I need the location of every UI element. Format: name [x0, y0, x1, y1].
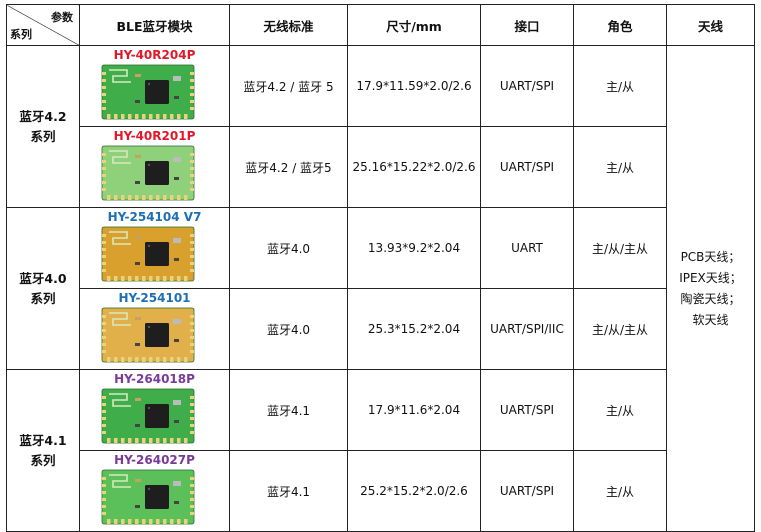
table-row: HY-254101 蓝牙4.0 25.3*15.2*2.04 UART/SPI/… [7, 288, 755, 370]
table-row: HY-40R201P 蓝牙4.2 / 蓝牙5 25.16*15.22*2.0/2… [7, 126, 755, 208]
interface-cell: UART/SPI [480, 45, 574, 127]
table-row: 蓝牙4.2 系列 HY-40R204P 蓝牙4.2 / 蓝牙 5 17.9*11… [6, 45, 755, 532]
col-header-size: 尺寸/mm [347, 4, 481, 46]
module-name: HY-40R201P [113, 129, 196, 143]
diag-series-label: 系列 [10, 28, 32, 41]
table-row: 蓝牙4.0 系列 HY-254104 V7 蓝牙4.0 13.93*9.2*2.… [6, 207, 755, 370]
module-cell: HY-254101 [79, 288, 230, 370]
col-header-standard: 无线标准 [229, 4, 348, 46]
module-cell: HY-40R204P [79, 45, 230, 127]
series-suffix: 系列 [30, 452, 56, 468]
col-header-interface: 接口 [480, 4, 574, 46]
module-image [101, 469, 195, 525]
interface-cell: UART/SPI [480, 126, 574, 208]
role-cell: 主/从 [573, 45, 667, 127]
table-row: 蓝牙4.1 系列 HY-264018P 蓝牙4.1 17.9*11.6*2.04… [6, 369, 755, 532]
size-cell: 25.3*15.2*2.04 [347, 288, 481, 370]
module-image [101, 307, 195, 363]
interface-cell: UART/SPI [480, 450, 574, 532]
module-cell: HY-254104 V7 [79, 207, 230, 289]
interface-cell: UART [480, 207, 574, 289]
module-name: HY-264027P [114, 453, 195, 467]
interface-cell: UART/SPI/IIC [480, 288, 574, 370]
antenna-cell: PCB天线； IPEX天线； 陶瓷天线； 软天线 [666, 45, 755, 532]
header-row: 参数 系列 BLE蓝牙模块 无线标准 尺寸/mm 接口 角色 天线 [6, 4, 755, 46]
interface-cell: UART/SPI [480, 369, 574, 451]
series-label: 蓝牙4.0 [19, 270, 67, 286]
antenna-line: IPEX天线； [679, 270, 742, 285]
module-image [101, 388, 195, 444]
table-row: HY-264027P 蓝牙4.1 25.2*15.2*2.0/2.6 UART/… [7, 450, 755, 532]
col-header-antenna: 天线 [666, 4, 755, 46]
series-cell-4-0: 蓝牙4.0 系列 [6, 207, 80, 370]
diagonal-header-cell: 参数 系列 [6, 4, 80, 46]
diag-param-label: 参数 [51, 11, 73, 24]
standard-cell: 蓝牙4.0 [229, 207, 348, 289]
col-header-role: 角色 [573, 4, 667, 46]
size-cell: 17.9*11.59*2.0/2.6 [347, 45, 481, 127]
size-cell: 25.2*15.2*2.0/2.6 [347, 450, 481, 532]
standard-cell: 蓝牙4.2 / 蓝牙5 [229, 126, 348, 208]
role-cell: 主/从/主从 [573, 207, 667, 289]
module-name: HY-264018P [114, 372, 195, 386]
module-cell: HY-264018P [79, 369, 230, 451]
standard-cell: 蓝牙4.1 [229, 450, 348, 532]
role-cell: 主/从/主从 [573, 288, 667, 370]
standard-cell: 蓝牙4.0 [229, 288, 348, 370]
series-label: 蓝牙4.1 [19, 432, 67, 448]
module-image [101, 64, 195, 120]
size-cell: 13.93*9.2*2.04 [347, 207, 481, 289]
ble-module-table: 参数 系列 BLE蓝牙模块 无线标准 尺寸/mm 接口 角色 天线 蓝牙4.2 … [6, 4, 755, 532]
standard-cell: 蓝牙4.2 / 蓝牙 5 [229, 45, 348, 127]
module-cell: HY-40R201P [79, 126, 230, 208]
antenna-line: PCB天线； [680, 249, 741, 264]
module-name: HY-254104 V7 [107, 210, 202, 224]
series-suffix: 系列 [30, 128, 56, 144]
module-cell: HY-264027P [79, 450, 230, 532]
series-suffix: 系列 [30, 290, 56, 306]
role-cell: 主/从 [573, 369, 667, 451]
series-cell-4-2: 蓝牙4.2 系列 [6, 45, 80, 208]
series-cell-4-1: 蓝牙4.1 系列 [6, 369, 80, 532]
antenna-line: 陶瓷天线； [680, 291, 741, 306]
series-label: 蓝牙4.2 [19, 108, 67, 124]
standard-cell: 蓝牙4.1 [229, 369, 348, 451]
module-name: HY-254101 [118, 291, 191, 305]
size-cell: 25.16*15.22*2.0/2.6 [347, 126, 481, 208]
size-cell: 17.9*11.6*2.04 [347, 369, 481, 451]
antenna-line: 软天线 [692, 312, 729, 327]
role-cell: 主/从 [573, 450, 667, 532]
module-image [101, 145, 195, 201]
role-cell: 主/从 [573, 126, 667, 208]
module-name: HY-40R204P [113, 48, 196, 62]
col-header-module: BLE蓝牙模块 [79, 4, 230, 46]
module-image [101, 226, 195, 282]
